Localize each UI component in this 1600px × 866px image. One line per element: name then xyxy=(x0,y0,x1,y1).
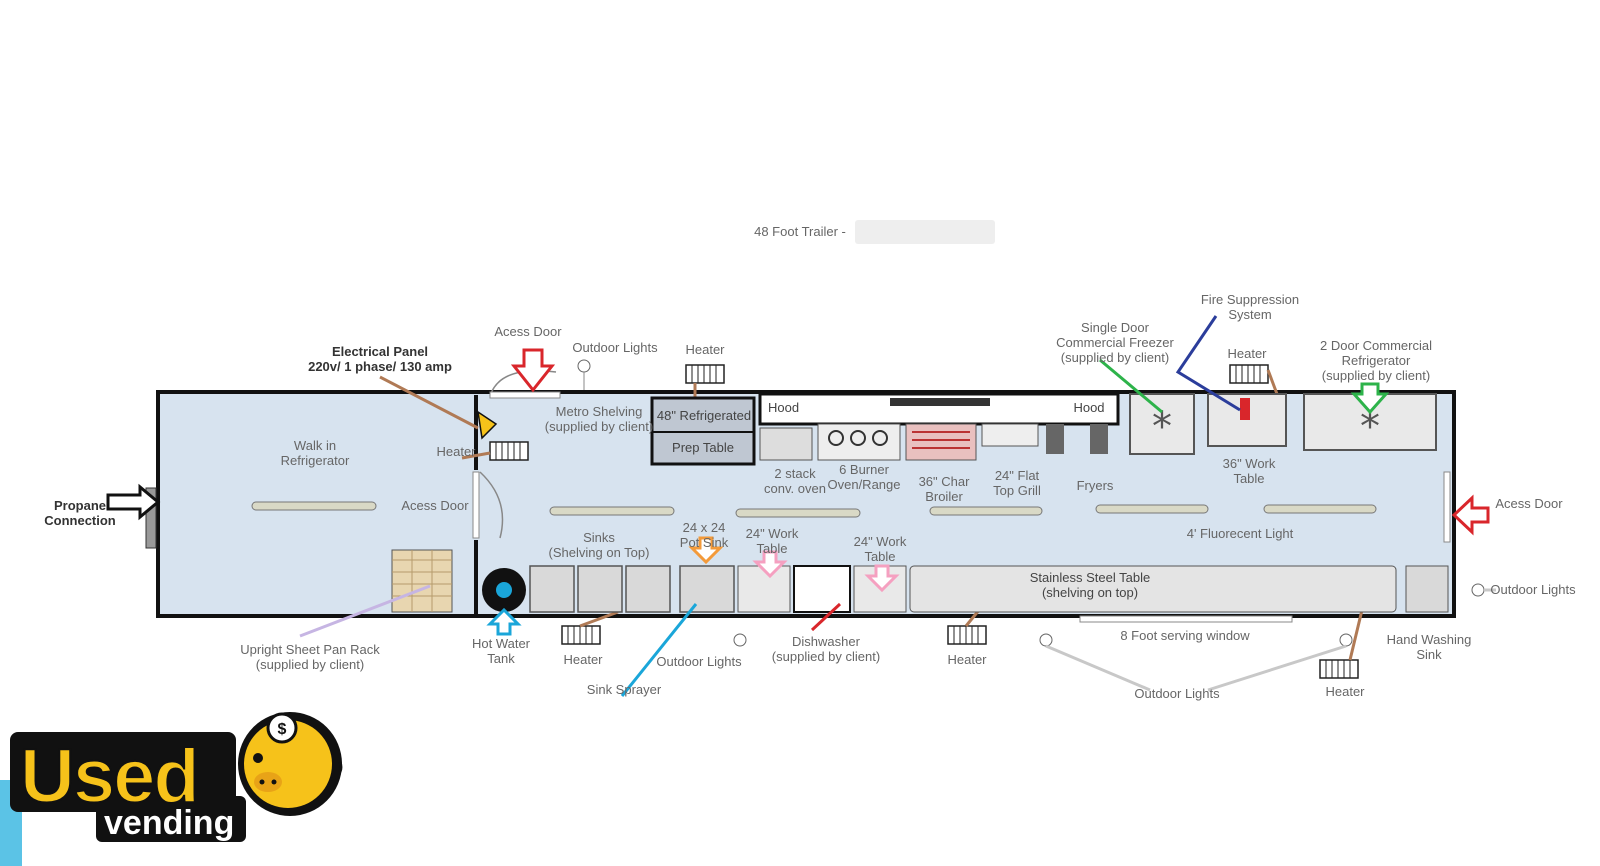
label-char-broiler: 36" Char Broiler xyxy=(918,474,970,504)
label-heater: Heater xyxy=(563,652,603,667)
heater-icon xyxy=(1319,659,1359,679)
fluorescent-light-icon xyxy=(251,501,377,511)
dishwasher xyxy=(793,565,851,613)
label-pot-sink: 24 x 24 Pot Sink xyxy=(679,520,729,550)
label-heater: Heater xyxy=(436,444,476,459)
label-36-work-table: 36" Work Table xyxy=(1222,456,1276,486)
label-flat-top: 24" Flat Top Grill xyxy=(993,468,1041,498)
label-dishwasher: Dishwasher (supplied by client) xyxy=(771,634,881,664)
label-fire-suppression: Fire Suppression System xyxy=(1200,292,1300,322)
label-access-door: Acess Door xyxy=(494,324,562,339)
svg-text:*: * xyxy=(1152,404,1172,450)
label-refrigerated: 48" Refrigerated xyxy=(656,408,752,423)
label-burner-range: 6 Burner Oven/Range xyxy=(827,462,901,492)
used-vending-logo: $ Used vending xyxy=(10,712,343,842)
label-2-door-refrigerator: 2 Door Commercial Refrigerator (supplied… xyxy=(1320,338,1432,383)
freezer xyxy=(1129,393,1195,455)
label-prep-table: Prep Table xyxy=(672,440,734,455)
stainless-steel-table xyxy=(909,565,1397,613)
label-sheet-pan-rack: Upright Sheet Pan Rack (supplied by clie… xyxy=(240,642,380,672)
diagram-title: 48 Foot Trailer - xyxy=(754,224,846,239)
label-electrical-panel: Electrical Panel 220v/ 1 phase/ 130 amp xyxy=(308,344,452,374)
sheet-pan-rack xyxy=(391,549,453,613)
label-fluorescent-light: 4' Fluorecent Light xyxy=(1186,526,1294,541)
label-outdoor-lights: Outdoor Lights xyxy=(1490,582,1576,597)
logo-word-vending: vending xyxy=(104,804,234,842)
electrical-panel-icon xyxy=(476,410,498,440)
label-propane: Propane Connection xyxy=(44,498,116,528)
label-serving-window: 8 Foot serving window xyxy=(1120,628,1250,643)
label-heater: Heater xyxy=(685,342,725,357)
label-access-door: Acess Door xyxy=(1495,496,1563,511)
svg-text:*: * xyxy=(1360,404,1380,450)
label-hot-water-tank: Hot Water Tank xyxy=(471,636,531,666)
label-single-door-freezer: Single Door Commercial Freezer (supplied… xyxy=(1056,320,1174,365)
label-24-work-table: 24" Work Table xyxy=(745,526,799,556)
label-heater: Heater xyxy=(1325,684,1365,699)
label-metro-shelving: Metro Shelving (supplied by client) xyxy=(544,404,654,434)
label-access-door: Acess Door xyxy=(401,498,469,513)
light-icon xyxy=(577,359,591,373)
label-heater: Heater xyxy=(947,652,987,667)
label-outdoor-lights: Outdoor Lights xyxy=(1134,686,1220,701)
label-24-work-table: 24" Work Table xyxy=(853,534,907,564)
heater-icon xyxy=(685,364,725,384)
label-hood: Hood xyxy=(1073,400,1105,415)
propane-connection xyxy=(106,483,161,549)
heater-icon xyxy=(489,441,529,461)
label-heater: Heater xyxy=(1227,346,1267,361)
label-outdoor-lights: Outdoor Lights xyxy=(572,340,658,355)
redacted-title-box xyxy=(855,220,995,244)
label-walk-in: Walk in Refrigerator xyxy=(280,438,350,468)
label-fryers: Fryers xyxy=(1076,478,1114,493)
label-sinks: Sinks (Shelving on Top) xyxy=(548,530,650,560)
fire-extinguisher-icon xyxy=(1240,398,1250,420)
access-door-arrow-icon xyxy=(1451,494,1490,536)
logo-word-used: Used xyxy=(20,734,198,819)
access-door-arrow-icon xyxy=(510,348,556,393)
label-stainless-steel-table: Stainless Steel Table (shelving on top) xyxy=(1029,570,1151,600)
label-sink-sprayer: Sink Sprayer xyxy=(586,682,662,697)
svg-text:$: $ xyxy=(278,721,287,738)
label-hood: Hood xyxy=(768,400,800,415)
label-stack-oven: 2 stack conv. oven xyxy=(764,466,826,496)
label-hand-washing-sink: Hand Washing Sink xyxy=(1386,632,1472,662)
label-outdoor-lights: Outdoor Lights xyxy=(656,654,742,669)
burner-range xyxy=(817,423,901,461)
